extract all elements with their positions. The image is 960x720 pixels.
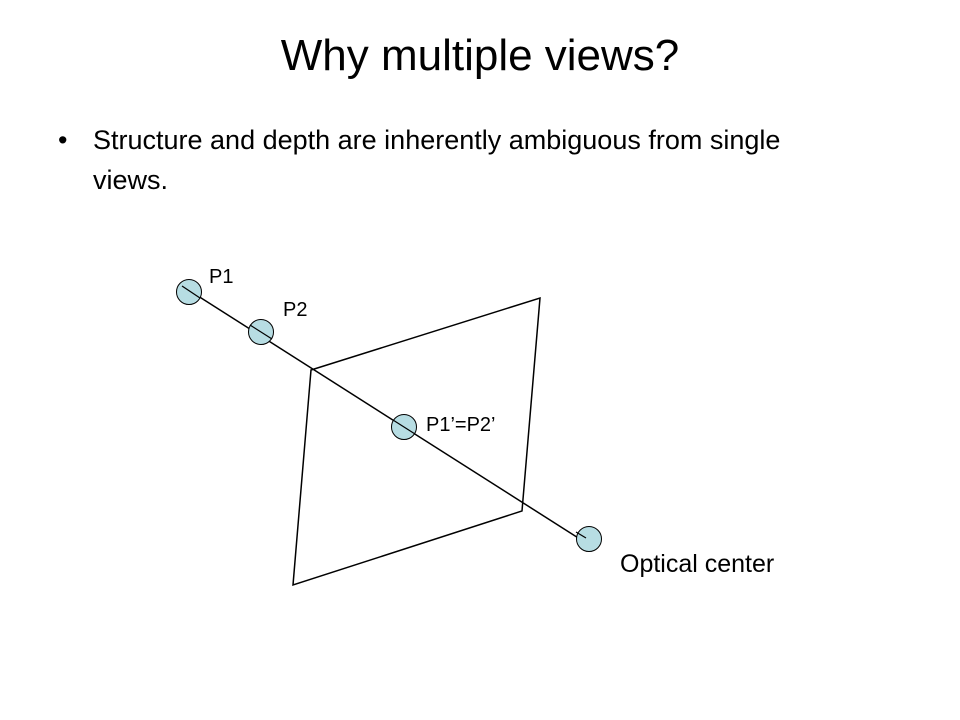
label-p2: P2 bbox=[283, 299, 307, 321]
ray-segment-p2 bbox=[249, 324, 273, 340]
point-p1 bbox=[176, 279, 202, 305]
viewing-ray bbox=[186, 288, 584, 542]
point-optical-center bbox=[576, 526, 602, 552]
label-p1: P1 bbox=[209, 266, 233, 288]
bullet-text: Structure and depth are inherently ambig… bbox=[93, 125, 781, 195]
bullet-marker: • bbox=[58, 125, 68, 155]
ray-segment-p1 bbox=[181, 285, 201, 299]
bullet-item: • Structure and depth are inherently amb… bbox=[58, 120, 858, 200]
slide-title: Why multiple views? bbox=[280, 31, 680, 80]
ray-segment-projection bbox=[392, 419, 416, 435]
label-optical-center: Optical center bbox=[620, 550, 774, 578]
image-plane bbox=[292, 296, 541, 587]
bullet-list: • Structure and depth are inherently amb… bbox=[58, 120, 858, 200]
ray-segment-optical-center bbox=[575, 531, 587, 539]
label-projection: P1’=P2’ bbox=[426, 414, 496, 436]
